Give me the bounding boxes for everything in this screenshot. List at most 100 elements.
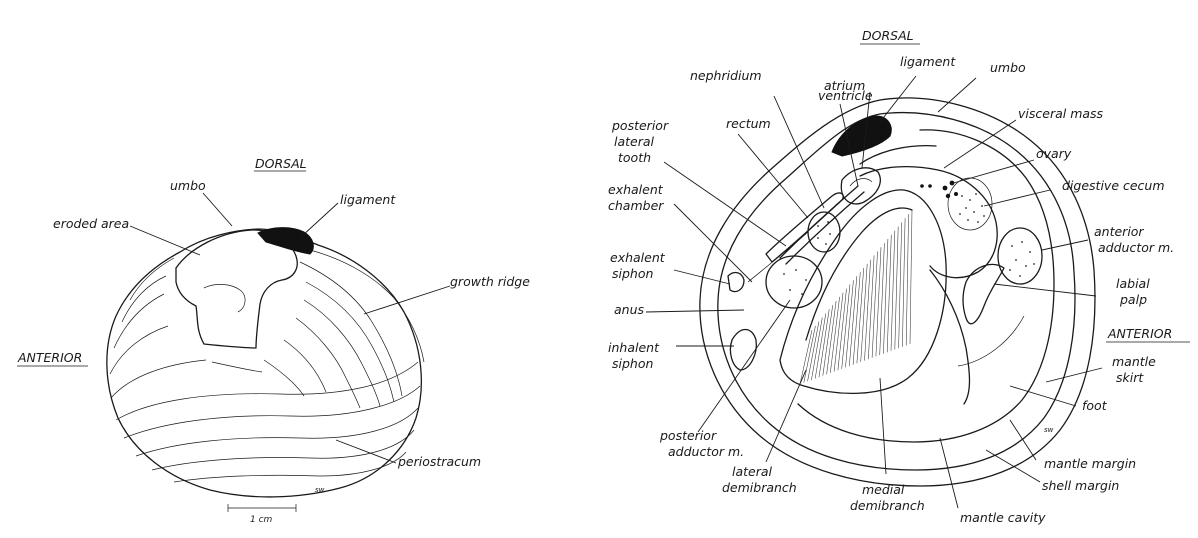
ext-eroded-patch — [204, 284, 245, 312]
ext-eroded-area-label: eroded area — [53, 216, 129, 231]
int-mantle-cavity-label: mantle cavity — [960, 510, 1046, 525]
gill-lamella — [899, 222, 902, 348]
internal-view: DORSAL ANTERIOR — [608, 28, 1190, 525]
int-exhalent-siphon — [728, 273, 744, 292]
int-digestive-cecum-label: digestive cecum — [1062, 178, 1165, 193]
ext-umbo-leader — [203, 193, 232, 226]
gill-lamella — [891, 231, 895, 351]
gill-lamella — [804, 326, 816, 383]
ext-periostracum-label: periostracum — [397, 454, 481, 469]
int-exhalent-chamber-label-1: exhalent — [608, 182, 664, 197]
int-ovary-dot-3 — [946, 194, 950, 198]
int-ligament — [832, 116, 891, 156]
int-shell-margin-label: shell margin — [1042, 478, 1119, 493]
int-labial-palp-label-1: labial — [1116, 276, 1150, 291]
ext-growth-ridge-3 — [114, 294, 164, 348]
ext-growth-ridge-14 — [296, 318, 360, 408]
ext-ligament — [258, 228, 313, 254]
external-view: DORSAL ANTERIOR — [17, 156, 530, 525]
gill-lamella — [846, 280, 854, 367]
ext-growth-ridge-1 — [130, 258, 174, 300]
gill-lamella — [887, 235, 891, 352]
int-ovary-dot-4 — [954, 192, 958, 196]
int-anterior-label: ANTERIOR — [1107, 326, 1172, 341]
ext-growth-ridge-label: growth ridge — [450, 274, 530, 289]
ext-ligament-label: ligament — [340, 192, 396, 207]
gill-lamella — [857, 268, 864, 363]
int-inhalent-siphon — [730, 330, 756, 371]
int-anterior-adductor-label-1: anterior — [1094, 224, 1144, 239]
ext-anterior-label: ANTERIOR — [17, 350, 82, 365]
int-posterior-tooth-label-2: lateral — [614, 134, 655, 149]
ext-ligament-leader — [302, 203, 338, 236]
int-exhalent-siphon-label-1: exhalent — [610, 250, 666, 265]
gill-lamella — [895, 227, 898, 350]
int-lateral-demibranch-label-2: demibranch — [722, 480, 797, 495]
int-posterior-tooth-label-3: tooth — [618, 150, 651, 165]
int-medial-demibranch-label-2: demibranch — [850, 498, 925, 513]
int-digestive-cecum — [948, 178, 992, 230]
ext-growth-ridge-10 — [174, 452, 406, 482]
int-rectum-2 — [786, 192, 864, 264]
ext-dorsal-label: DORSAL — [255, 156, 307, 171]
int-exhalent-chamber-label-2: chamber — [608, 198, 664, 213]
ext-growth-ridge-6 — [116, 362, 418, 420]
int-inhalent-siphon-label-1: inhalent — [608, 340, 660, 355]
gill-lamella — [861, 264, 868, 362]
ext-growth-ridge-2 — [122, 276, 166, 322]
int-nephridium-stipple — [817, 221, 831, 245]
int-lateral-demibranch-label-1: lateral — [732, 464, 773, 479]
int-mantle-margin-label: mantle margin — [1044, 456, 1136, 471]
int-umbo-cavity — [860, 146, 936, 164]
int-anterior-adductor-stipple — [1009, 241, 1035, 277]
int-medial-demibranch-label-1: medial — [862, 482, 905, 497]
ext-growth-ridge-13 — [304, 300, 380, 406]
ext-growth-ridge-12 — [306, 282, 394, 402]
gill-lamella — [849, 276, 857, 366]
ext-artist-mark: sw — [315, 486, 325, 494]
int-posterior-adductor-label-1: posterior — [659, 428, 717, 443]
int-umbo-label: umbo — [990, 60, 1026, 75]
int-ventricle-label: ventricle — [818, 88, 873, 103]
ext-growth-ridge-17 — [212, 362, 262, 372]
ext-growth-ridge-15 — [284, 340, 326, 392]
int-artist-mark: sw — [1044, 426, 1054, 434]
int-posterior-adductor-label-2: adductor m. — [668, 444, 744, 459]
ext-growth-ridge-9 — [152, 430, 414, 470]
int-ovary-dot-5 — [920, 184, 924, 188]
ext-scale-label: 1 cm — [250, 515, 273, 525]
int-ligament-label: ligament — [900, 54, 956, 69]
ext-growth-ridge-leader — [364, 286, 450, 314]
int-posterior-lateral-tooth — [766, 193, 843, 262]
int-cecum-stipple — [959, 193, 985, 223]
int-dorsal-label: DORSAL — [862, 28, 914, 43]
gill-lamella — [910, 210, 912, 344]
int-mantle-skirt-label-1: mantle — [1112, 354, 1156, 369]
gill-lamella — [906, 214, 908, 345]
int-inhalent-siphon-label-2: siphon — [612, 356, 653, 371]
ext-eroded-area — [176, 230, 297, 348]
int-ovary-dot-1 — [943, 186, 948, 191]
int-posterior-tooth-label-1: posterior — [611, 118, 669, 133]
gill-lamella — [853, 272, 860, 365]
int-labial-palp-label-2: palp — [1119, 292, 1147, 307]
int-posterior-adductor — [766, 256, 822, 308]
int-nephridium — [808, 212, 840, 252]
gill-lamella — [811, 318, 822, 380]
int-foot-label: foot — [1082, 398, 1108, 413]
int-exhalent-siphon-label-2: siphon — [612, 266, 653, 281]
ext-periostracum-leader — [336, 440, 396, 463]
gill-lamella — [865, 260, 871, 361]
gill-lamella — [868, 256, 874, 360]
int-ovary-dot-6 — [928, 184, 932, 188]
int-anterior-adductor-label-2: adductor m. — [1098, 240, 1174, 255]
ext-growth-ridge-11 — [300, 262, 402, 396]
int-visceral-mass-label: visceral mass — [1018, 106, 1104, 121]
int-ovary-label: ovary — [1036, 146, 1072, 161]
ext-shell-outline — [107, 229, 422, 497]
ext-growth-ridge-5 — [111, 360, 206, 398]
ext-growth-ridge-8 — [136, 408, 418, 456]
int-nephridium-label: nephridium — [690, 68, 762, 83]
